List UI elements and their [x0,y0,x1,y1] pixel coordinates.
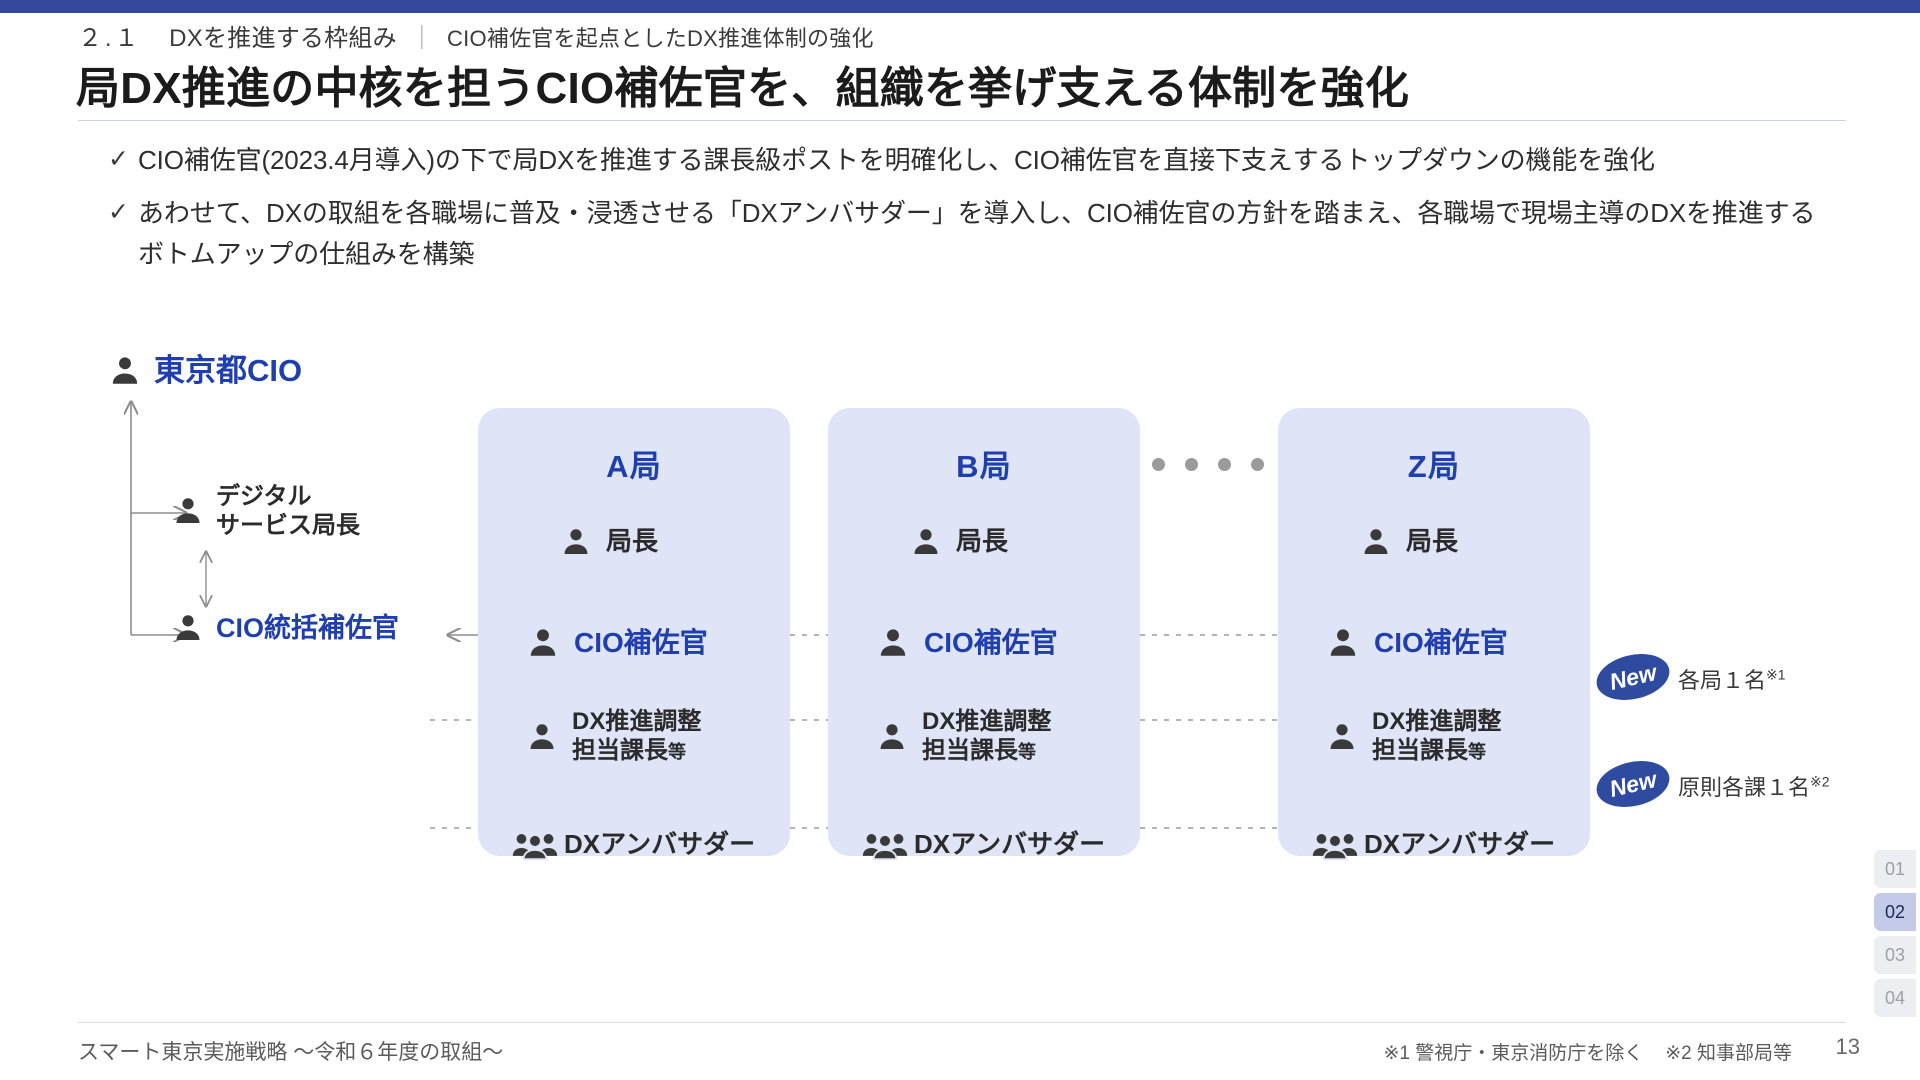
bureau-card-b: B局 局長 CIO補佐官 DX推進調整 担当課長等 DXアンバサダー [828,408,1140,861]
person-icon [1326,721,1358,753]
person-icon [526,721,558,753]
card-row-dx-ambassador: DXアンバサダー [512,828,755,862]
bureau-card-z: Z局 局長 CIO補佐官 DX推進調整 担当課長等 DXアンバサダー [1278,408,1590,861]
bullet-text: あわせて、DXの取組を各職場に普及・浸透させる「DXアンバサダー」を導入し、CI… [138,198,1816,269]
row-label: DXアンバサダー [564,829,756,860]
footer-divider [78,1022,1846,1023]
person-icon [876,721,908,753]
badge-note-sup: ※2 [1810,773,1830,790]
section-tab-02[interactable]: 02 [1874,893,1916,931]
card-row-chief: 局長 [560,526,658,558]
card-row-cio-assistant: CIO補佐官 [1326,626,1508,660]
badge-note-ambassador: 原則各課１名※2 [1678,770,1830,802]
card-row-cio-assistant: CIO補佐官 [526,626,708,660]
row-label: DXアンバサダー [914,829,1106,860]
row-label: CIO補佐官 [574,627,708,659]
page-title: 局DX推進の中核を担うCIO補佐官を、組織を挙げ支える体制を強化 [76,64,1410,113]
badge-note-manager: 各局１名※1 [1678,663,1786,695]
bureau-card-a: A局 局長 CIO補佐官 DX推進調整 担当課長等 DXアンバサダー [478,408,790,861]
node-label: CIO統括補佐官 [216,613,400,643]
diagram-node-digital-service-director: デジタル サービス局長 [172,482,360,541]
dot [1152,458,1165,471]
footer-note-2: ※2 知事部局等 [1665,1043,1792,1064]
check-icon: ✓ [108,145,129,173]
org-diagram: 東京都CIO デジタル サービス局長 CIO統括補佐官 A局 局長 CIO補佐官 [0,330,1920,990]
people-group-icon [512,828,558,862]
card-row-dx-manager: DX推進調整 担当課長等 [1326,708,1501,766]
row-label: DX推進調整 担当課長 [1372,708,1502,764]
row-label-suffix: 等 [668,741,686,762]
section-number: ２.１ [78,25,142,52]
person-icon [172,612,204,644]
card-row-dx-manager: DX推進調整 担当課長等 [876,708,1051,766]
check-icon: ✓ [108,198,129,226]
row-label-suffix: 等 [1018,741,1036,762]
footer-document-title: スマート東京実施戦略 ～令和６年度の取組～ [78,1041,504,1064]
person-icon [1360,526,1392,558]
card-row-cio-assistant: CIO補佐官 [876,626,1058,660]
card-row-dx-ambassador: DXアンバサダー [862,828,1105,862]
row-label: DX推進調整 担当課長 [922,708,1052,764]
eyebrow-separator: ｜ [409,25,435,52]
card-title: Z局 [1407,449,1461,484]
node-label: 東京都CIO [154,353,303,388]
badge-note-text: 原則各課１名 [1678,775,1811,800]
bullet-item: ✓ CIO補佐官(2023.4月導入)の下で局DXを推進する課長級ポストを明確化… [108,140,1868,181]
row-label: 局長 [956,526,1009,557]
card-title: A局 [606,449,662,484]
person-icon [108,354,142,388]
section-tab-04[interactable]: 04 [1874,979,1916,1017]
footer-notes: ※1 警視庁・東京消防庁を除く ※2 知事部局等 [1383,1038,1792,1065]
card-row-chief: 局長 [1360,526,1458,558]
person-icon [560,526,592,558]
row-label: 局長 [1406,526,1459,557]
bullet-list: ✓ CIO補佐官(2023.4月導入)の下で局DXを推進する課長級ポストを明確化… [108,140,1868,287]
card-row-chief: 局長 [910,526,1008,558]
new-badge-manager: New [1591,647,1675,707]
card-title: B局 [956,449,1012,484]
person-icon [876,626,910,660]
row-label: CIO補佐官 [1374,627,1508,659]
row-label: DX推進調整 担当課長 [572,708,702,764]
row-label: CIO補佐官 [924,627,1058,659]
section-tab-rail: 01 02 03 04 [1874,850,1920,1022]
new-badge-ambassador: New [1591,754,1675,814]
bullet-text: CIO補佐官(2023.4月導入)の下で局DXを推進する課長級ポストを明確化し、… [138,145,1655,175]
section-label: DXを推進する枠組み [169,25,397,52]
people-group-icon [862,828,908,862]
row-label: DXアンバサダー [1364,829,1556,860]
card-row-dx-manager: DX推進調整 担当課長等 [526,708,701,766]
footer-note-1: ※1 警視庁・東京消防庁を除く [1383,1043,1644,1064]
dot [1218,458,1231,471]
person-icon [910,526,942,558]
ellipsis-dots [1152,458,1297,471]
person-icon [526,626,560,660]
section-sublabel: CIO補佐官を起点としたDX推進体制の強化 [447,26,874,51]
top-accent-bar [0,0,1920,13]
card-row-dx-ambassador: DXアンバサダー [1312,828,1555,862]
row-label-suffix: 等 [1468,741,1486,762]
diagram-node-tokyo-cio: 東京都CIO [108,352,302,390]
node-label: デジタル サービス局長 [216,483,360,540]
section-eyebrow: ２.１ DXを推進する枠組み ｜ CIO補佐官を起点としたDX推進体制の強化 [78,18,874,53]
section-tab-01[interactable]: 01 [1874,850,1916,888]
people-group-icon [1312,828,1358,862]
badge-note-sup: ※1 [1766,666,1786,683]
dot [1185,458,1198,471]
dot [1251,458,1264,471]
header-divider [78,120,1846,121]
diagram-node-cio-general-assistant: CIO統括補佐官 [172,612,399,645]
section-tab-03[interactable]: 03 [1874,936,1916,974]
badge-note-text: 各局１名 [1678,668,1767,693]
person-icon [172,495,204,527]
person-icon [1326,626,1360,660]
page-number: 13 [1835,1034,1860,1059]
row-label: 局長 [606,526,659,557]
bullet-item: ✓ あわせて、DXの取組を各職場に普及・浸透させる「DXアンバサダー」を導入し、… [108,193,1868,275]
